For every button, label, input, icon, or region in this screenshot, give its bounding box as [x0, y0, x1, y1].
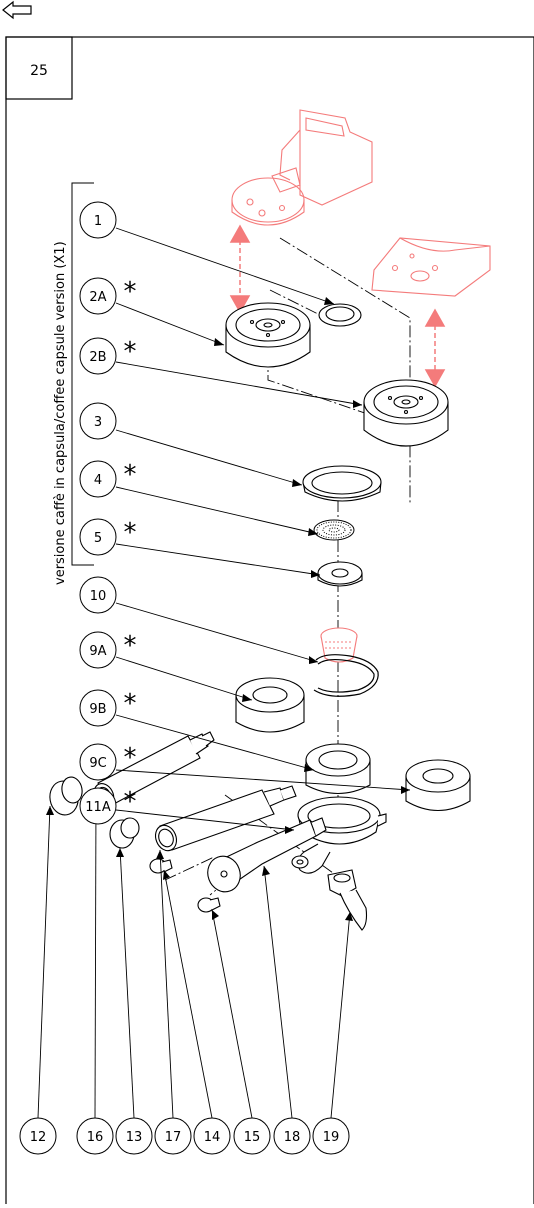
callout-19: 19 — [312, 1117, 350, 1155]
leader-lines — [37, 227, 411, 1119]
asterisk-5: * — [124, 518, 137, 548]
svg-text:4: 4 — [94, 473, 102, 488]
asterisk-2B: * — [124, 337, 137, 367]
svg-text:16: 16 — [87, 1130, 104, 1145]
page-number-box — [5, 36, 73, 100]
part-spring-clip-10 — [313, 654, 379, 697]
red-arrow-right — [424, 308, 446, 388]
callout-14: 14 — [193, 1117, 231, 1155]
svg-text:11A: 11A — [85, 800, 111, 815]
callout-2B: 2B * — [79, 337, 137, 375]
capsule-version-label: versione caffè in capsula/coffee capsule… — [53, 241, 68, 585]
red-arrow-left — [229, 224, 251, 314]
asterisk-11A: * — [124, 787, 137, 817]
svg-text:9B: 9B — [89, 702, 106, 717]
callout-11A: 11A * — [79, 787, 137, 825]
callout-13: 13 — [115, 1117, 153, 1155]
part-screen-4 — [313, 519, 355, 541]
capsule-version-bracket — [71, 182, 94, 566]
svg-text:5: 5 — [94, 531, 102, 546]
callout-4: 4 * — [79, 460, 137, 498]
part-ring-9C — [405, 759, 471, 811]
part-shower-2A — [225, 302, 311, 368]
svg-text:9A: 9A — [89, 644, 106, 659]
svg-text:13: 13 — [126, 1130, 143, 1145]
page-number: 25 — [30, 63, 48, 79]
svg-text:14: 14 — [204, 1130, 221, 1145]
leader-arrowheads — [46, 297, 410, 921]
asterisk-2A: * — [124, 277, 137, 307]
part-washer-5 — [317, 561, 363, 587]
part-ring-9A — [235, 677, 305, 733]
part-cap-12 — [49, 776, 83, 816]
callout-3: 3 — [79, 402, 117, 440]
svg-text:9C: 9C — [89, 756, 106, 771]
svg-text:1: 1 — [94, 214, 102, 229]
svg-text:12: 12 — [30, 1130, 47, 1145]
svg-text:19: 19 — [323, 1130, 340, 1145]
part-ring-9B — [305, 743, 371, 794]
back-arrow-icon[interactable] — [2, 0, 32, 20]
svg-text:15: 15 — [244, 1130, 261, 1145]
part-spout-19 — [327, 869, 368, 931]
callout-10: 10 — [79, 576, 117, 614]
part-screw-15 — [197, 897, 221, 913]
part-ring-3 — [302, 465, 382, 502]
callout-9B: 9B * — [79, 689, 137, 727]
svg-text:2A: 2A — [89, 290, 106, 305]
callout-18: 18 — [273, 1117, 311, 1155]
svg-text:17: 17 — [165, 1130, 182, 1145]
callout-1: 1 — [79, 201, 117, 239]
asterisk-9A: * — [124, 631, 137, 661]
svg-text:2B: 2B — [89, 350, 106, 365]
callout-15: 15 — [233, 1117, 271, 1155]
callout-5: 5 * — [79, 518, 137, 556]
part-handle-17 — [154, 785, 297, 852]
callout-2A: 2A * — [79, 277, 137, 315]
callout-12: 12 — [19, 1117, 57, 1155]
callout-9A: 9A * — [79, 631, 137, 669]
svg-text:3: 3 — [94, 415, 102, 430]
callout-9C: 9C * — [79, 743, 137, 781]
callout-17: 17 — [154, 1117, 192, 1155]
callout-16: 16 — [76, 1117, 114, 1155]
svg-text:10: 10 — [90, 589, 107, 604]
part-gasket-1 — [318, 303, 362, 327]
group-head-top-highlight — [231, 109, 491, 297]
asterisk-9C: * — [124, 743, 137, 773]
asterisk-4: * — [124, 460, 137, 490]
part-shower-2B — [363, 379, 449, 447]
part-cap-13 — [109, 817, 140, 849]
asterisk-9B: * — [124, 689, 137, 719]
part-handle-18 — [207, 817, 327, 893]
svg-text:18: 18 — [284, 1130, 301, 1145]
